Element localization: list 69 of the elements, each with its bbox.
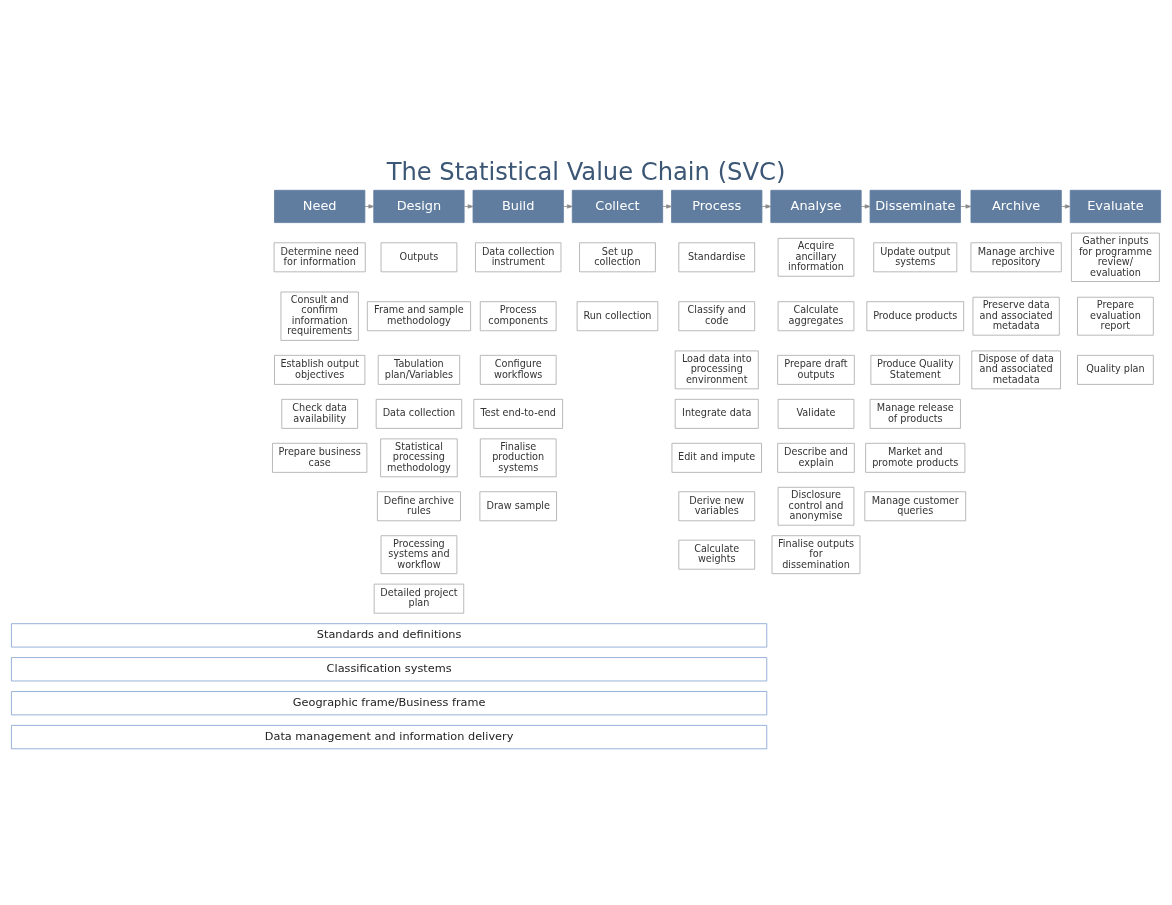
node-box: Statistical processing methodology [380,437,458,477]
node-box: Standards and definitions [11,622,768,647]
node-box: Geographic frame/Business frame [11,690,768,715]
node-box: Manage customer queries [864,490,967,521]
arrow [662,203,672,209]
arrow [563,203,573,209]
node-box: Data management and information delivery [11,724,768,749]
node-box: Design [373,189,465,223]
node-box: Consult and confirm information requirements [280,291,359,341]
node-box: Acquire ancillary information [777,237,855,277]
node-box: Draw sample [479,490,557,521]
node-box: Finalise production systems [479,437,557,477]
node-box: Update output systems [873,241,958,272]
arrow [364,203,375,209]
arrow [463,203,474,209]
node-box: Derive new variables [678,490,756,521]
diagram-title: The Statistical Value Chain (SVC) [386,157,786,186]
node-box: Produce products [866,300,965,331]
node-box: Preserve data and associated metadata [972,296,1060,336]
node-box: Tabulation plan/Variables [377,354,461,385]
arrow [761,203,772,209]
node-box: Disclosure control and anonymise [777,486,855,526]
node-box: Calculate aggregates [777,300,855,331]
node-box: Manage archive repository [970,241,1062,272]
node-box: Integrate data [674,398,759,429]
node-box: Prepare business case [272,442,368,473]
arrow [960,203,972,209]
node-box: Prepare draft outputs [777,354,855,385]
node-box: Data collection [375,398,463,429]
node-box: Edit and impute [671,442,762,473]
node-box: Frame and sample methodology [366,300,471,331]
node-box: Need [274,189,366,223]
node-box: Processing systems and workflow [380,534,458,574]
arrow [860,203,871,209]
node-box: Produce Quality Statement [870,354,961,385]
node-box: Classification systems [11,656,768,681]
arrow [1061,203,1071,209]
node-box: Classify and code [678,300,756,331]
node-box: Finalise outputs for dissemination [771,534,861,574]
node-box: Calculate weights [678,539,756,570]
node-box: Standardise [678,241,756,272]
node-box: Load data into processing environment [674,350,759,389]
node-box: Analyse [770,189,862,223]
node-box: Market and promote products [865,442,966,473]
node-box: Set up collection [579,241,656,272]
node-box: Evaluate [1069,189,1161,223]
node-box: Test end-to-end [473,398,563,429]
node-box: Process components [479,300,557,331]
node-box: Describe and explain [777,442,855,473]
node-box: Quality plan [1077,354,1154,385]
node-box: Outputs [380,241,458,272]
node-box: Configure workflows [479,354,557,385]
node-box: Archive [970,189,1062,223]
node-box: Prepare evaluation report [1077,296,1154,336]
node-box: Determine need for information [273,241,366,272]
node-box: Validate [777,398,855,429]
node-box: Disseminate [869,189,961,223]
node-box: Define archive rules [377,490,461,521]
node-box: Detailed project plan [373,583,465,614]
node-box: Gather inputs for programme review/ evaluation [1071,232,1160,282]
node-box: Run collection [576,300,659,331]
node-box: Build [472,189,564,223]
node-box: Check data availability [281,398,358,429]
node-box: Collect [571,189,664,223]
node-box: Process [671,189,763,223]
node-box: Dispose of data and associated metadata [971,350,1061,389]
node-box: Data collection instrument [475,241,562,272]
node-box: Establish output objectives [274,354,366,385]
node-box: Manage release of products [869,398,961,429]
